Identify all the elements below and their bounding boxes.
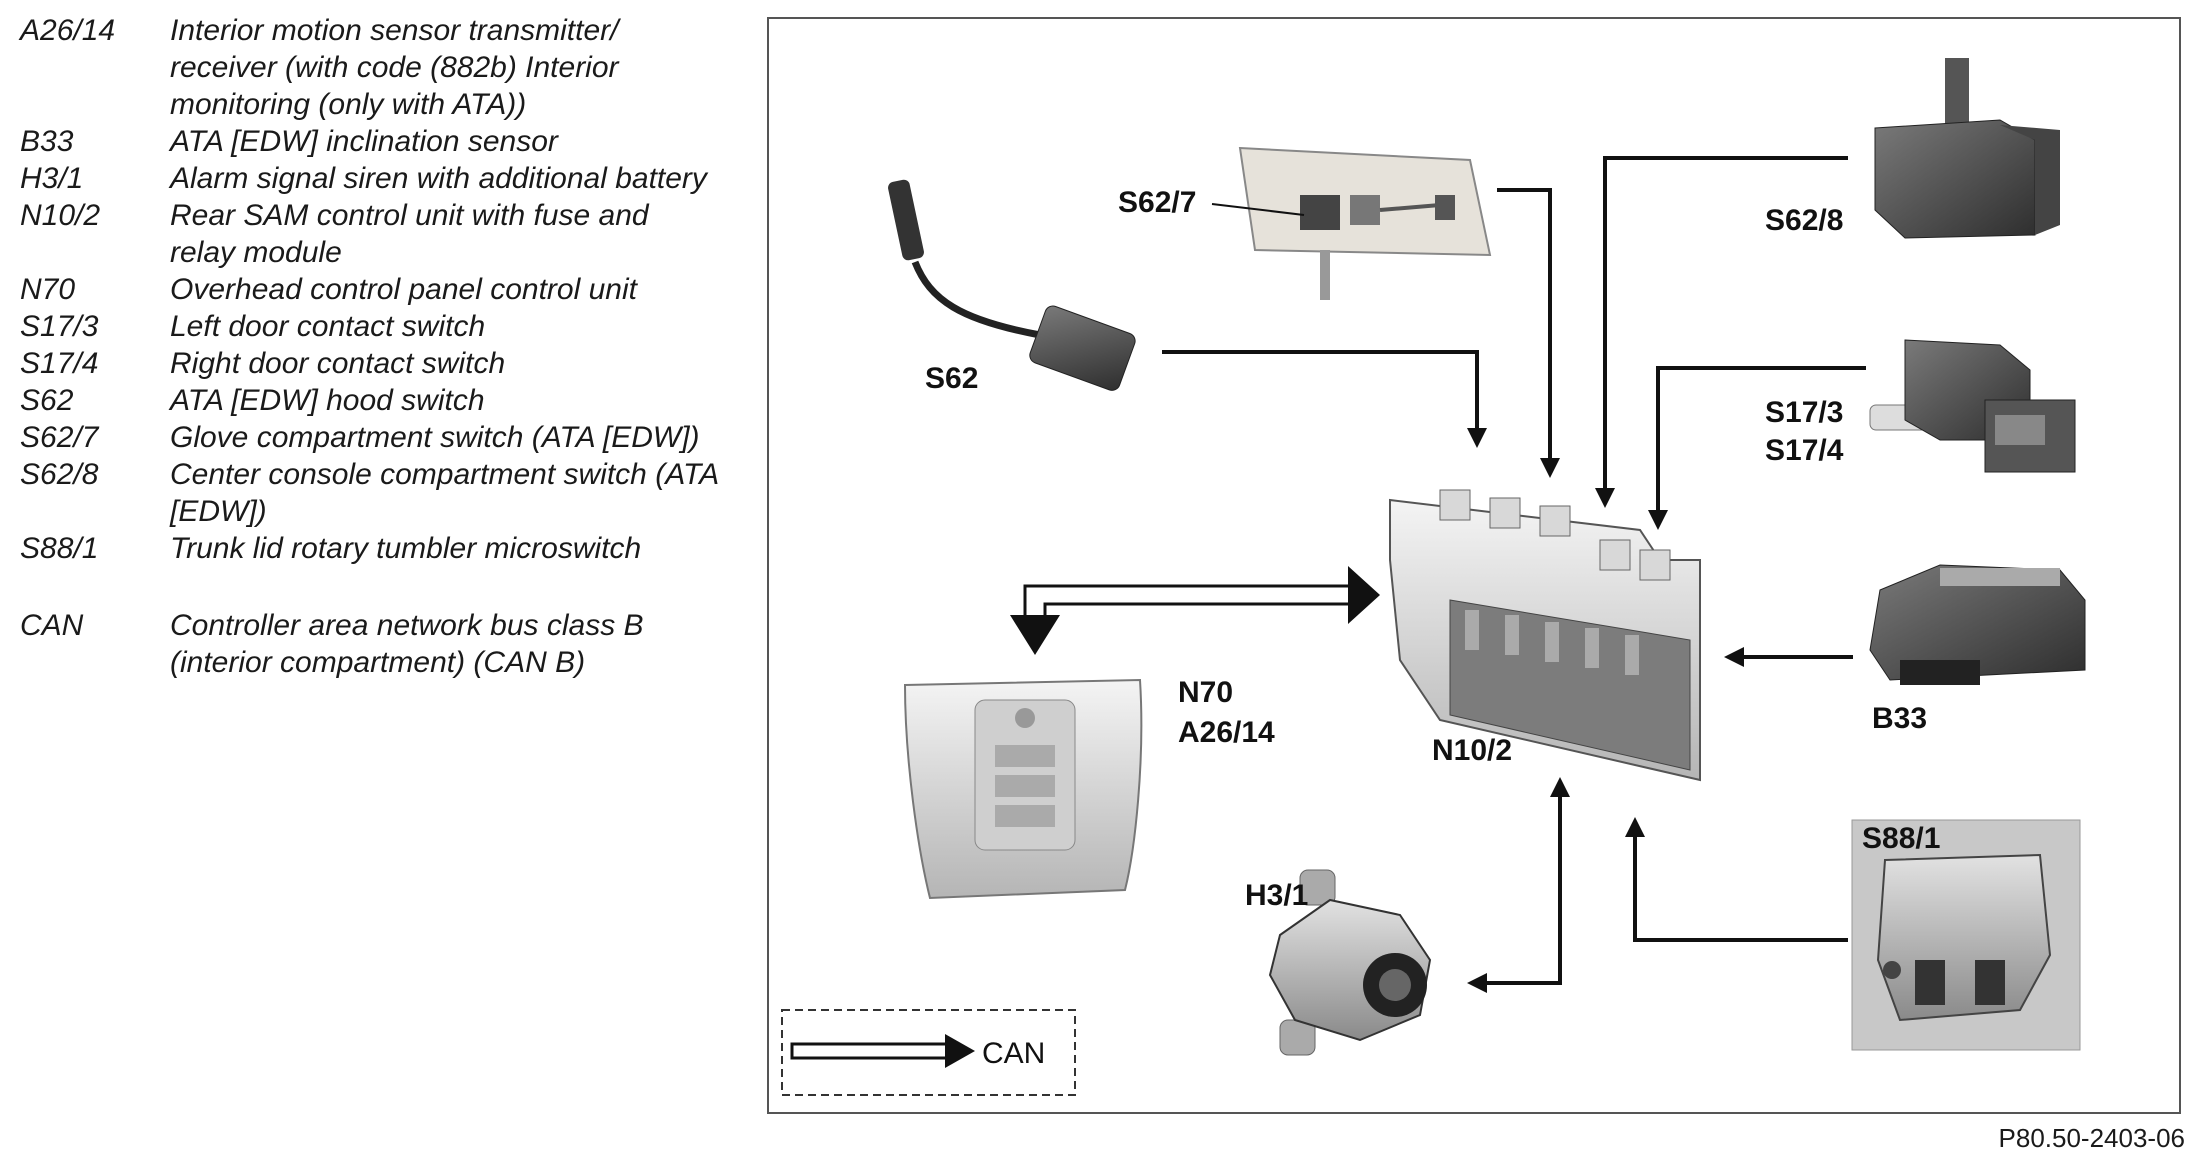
can-bus-arrow <box>1010 566 1380 655</box>
can-key-box: CAN <box>781 1009 1076 1096</box>
legend-entry: S17/3 Left door contact switch <box>20 308 720 345</box>
legend-entry: S62/7 Glove compartment switch (ATA [EDW]… <box>20 419 720 456</box>
can-key-label: CAN <box>982 1037 1045 1070</box>
s17-signal-arrow <box>1656 366 1866 512</box>
legend-desc: ATA [EDW] hood switch <box>170 384 485 417</box>
legend-desc: Rear SAM control unit with fuse and rela… <box>170 199 649 269</box>
s88-1-trunk-switch-image <box>1851 819 2081 1051</box>
legend-code: S17/3 <box>20 310 99 343</box>
s17-door-contact-switch-image <box>1869 339 2076 473</box>
s88-1-signal-arrow <box>1633 835 1848 942</box>
legend-desc: Center console compartment switch (ATA [… <box>170 458 718 528</box>
label-s62-8: S62/8 <box>1765 204 1843 237</box>
legend-code: N70 <box>20 273 76 306</box>
legend-code: B33 <box>20 125 74 158</box>
legend-desc: Glove compartment switch (ATA [EDW]) <box>170 421 700 454</box>
b33-inclination-sensor-image <box>1869 564 2086 685</box>
legend-desc: Controller area network bus class B (int… <box>170 609 644 679</box>
legend-entry: S62 ATA [EDW] hood switch <box>20 382 720 419</box>
label-s62-7: S62/7 <box>1118 186 1196 219</box>
label-n10-2: N10/2 <box>1432 734 1512 767</box>
legend-entry: S88/1 Trunk lid rotary tumbler microswitc… <box>20 530 720 567</box>
arrow-heads <box>1467 428 1744 993</box>
legend-code: CAN <box>20 609 84 642</box>
label-n70: N70 <box>1178 676 1233 709</box>
legend-code: S88/1 <box>20 532 99 565</box>
legend: A26/14 Interior motion sensor transmitter… <box>20 12 720 681</box>
legend-desc: Trunk lid rotary tumbler microswitch <box>170 532 642 565</box>
label-s62: S62 <box>925 362 978 395</box>
n10-2-module-image <box>1389 489 1701 782</box>
legend-desc: Alarm signal siren with additional batte… <box>170 162 707 195</box>
legend-code: H3/1 <box>20 162 84 195</box>
legend-desc: Overhead control panel control unit <box>170 273 637 306</box>
legend-code: A26/14 <box>20 14 116 47</box>
label-b33: B33 <box>1872 702 1927 735</box>
legend-code: S62/8 <box>20 458 99 491</box>
label-s17-3: S17/3 <box>1765 396 1843 429</box>
legend-entry: S62/8 Center console compartment switch (… <box>20 456 720 530</box>
label-a26-14: A26/14 <box>1178 716 1275 749</box>
h3-1-signal-arrow <box>1485 795 1562 985</box>
legend-desc: Left door contact switch <box>170 310 486 343</box>
legend-entry: H3/1 Alarm signal siren with additional b… <box>20 160 720 197</box>
s62-signal-arrow <box>1162 350 1479 430</box>
label-s17-4: S17/4 <box>1765 434 1844 467</box>
legend-desc: Interior motion sensor transmitter/ rece… <box>170 14 619 121</box>
legend-code: S17/4 <box>20 347 99 380</box>
label-h3-1: H3/1 <box>1245 879 1308 912</box>
label-s88-1: S88/1 <box>1862 822 1940 855</box>
s62-8-signal-arrow <box>1603 156 1848 490</box>
legend-entry: A26/14 Interior motion sensor transmitter… <box>20 12 720 123</box>
s62-hood-switch-image <box>888 179 1136 391</box>
figure-reference: P80.50-2403-06 <box>1998 1123 2185 1153</box>
legend-code: N10/2 <box>20 199 101 232</box>
s62-8-console-switch-image <box>1874 58 2060 239</box>
legend-entry: B33 ATA [EDW] inclination sensor <box>20 123 720 160</box>
s62-7-signal-arrow <box>1497 188 1552 460</box>
legend-entry: N10/2 Rear SAM control unit with fuse and… <box>20 197 720 271</box>
n70-overhead-panel-image <box>903 678 1143 900</box>
legend-entry: CAN Controller area network bus class B (… <box>20 607 720 681</box>
s62-7-glove-switch-image <box>1238 146 1492 300</box>
legend-desc: Right door contact switch <box>170 347 506 380</box>
s62-7-leader-line <box>1211 203 1305 216</box>
legend-code: S62 <box>20 384 74 417</box>
legend-entry: S17/4 Right door contact switch <box>20 345 720 382</box>
signal-arrows <box>1162 156 1866 985</box>
legend-desc: ATA [EDW] inclination sensor <box>170 125 558 158</box>
legend-entry: N70 Overhead control panel control unit <box>20 271 720 308</box>
h3-1-alarm-siren-image <box>1268 869 1432 1056</box>
legend-code: S62/7 <box>20 421 99 454</box>
